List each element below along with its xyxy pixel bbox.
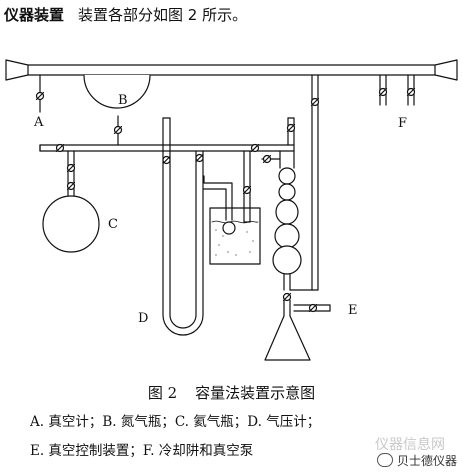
manifold-riser — [286, 74, 320, 291]
gas-burette — [261, 150, 319, 302]
gas-manifold — [39, 143, 295, 153]
bath-liquid-dots — [215, 229, 254, 256]
legend-line-1: A. 真空计；B. 氮气瓶；C. 氦气瓶；D. 气压计； — [30, 414, 321, 430]
page-heading: 仪器装置装置各部分如图 2 所示。 — [4, 4, 247, 25]
helium-bulb-c — [42, 150, 100, 253]
vacuum-gauge-a — [35, 74, 45, 113]
heading-subtitle: 装置各部分如图 2 所示。 — [78, 6, 248, 24]
wechat-icon — [376, 453, 393, 467]
label-d: D — [138, 311, 148, 326]
barometer-d — [162, 117, 204, 336]
top-manifold — [5, 59, 458, 81]
watermark: 仪器信息网 — [375, 437, 445, 453]
nitrogen-bulb-b — [83, 74, 151, 146]
legend-line-2: E. 真空控制装置；F. 冷却阱和真空泵 — [30, 443, 254, 459]
label-e: E — [348, 303, 358, 318]
label-a: A — [33, 115, 44, 130]
heading-title: 仪器装置 — [4, 6, 65, 24]
volumetric-apparatus-diagram: A B C D E F — [5, 59, 458, 361]
vacuum-control-e — [293, 303, 331, 313]
conical-flask — [264, 299, 311, 361]
label-b: B — [118, 93, 128, 108]
figure-number: 图 2 — [147, 384, 178, 402]
brand-tag: 贝士德仪器 — [376, 452, 457, 469]
cold-trap-f — [378, 74, 416, 106]
label-c: C — [108, 217, 118, 232]
brand-name: 贝士德仪器 — [396, 454, 457, 468]
label-f: F — [398, 116, 407, 131]
figure-title: 容量法装置示意图 — [195, 384, 316, 402]
cooling-bath — [203, 150, 261, 265]
figure-caption: 图 2 容量法装置示意图 — [0, 382, 463, 403]
